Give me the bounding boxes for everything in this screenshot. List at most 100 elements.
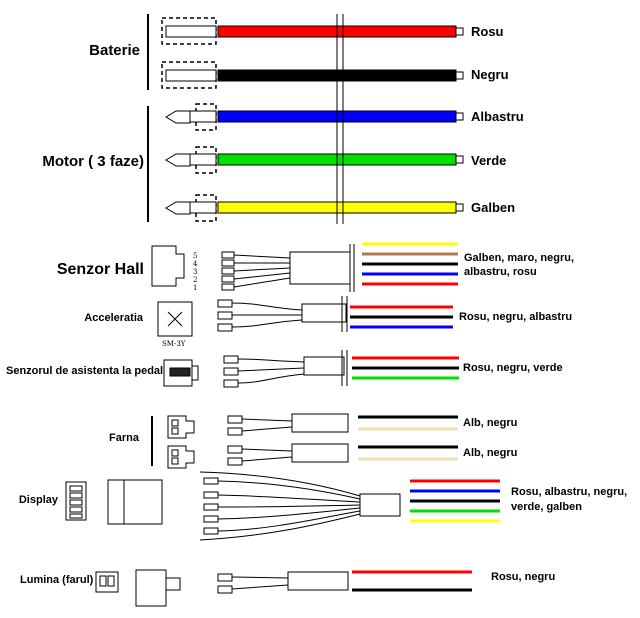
farna-connector-1-socket — [171, 427, 179, 435]
acceleratia-part-number: SM-3Y — [162, 340, 186, 348]
pas-connector-slot — [169, 367, 191, 377]
heavy-wire-negru-plug — [165, 69, 217, 82]
pas-connector-group: Rosu, negru, verde — [163, 350, 563, 388]
hall-terminal — [221, 275, 235, 283]
heavy-wire-galben-label: Galben — [471, 200, 515, 215]
display-face-pin — [69, 492, 83, 499]
acceleratia-connector-latch — [167, 311, 183, 327]
group-label-baterie: Baterie — [89, 42, 140, 59]
heavy-wire-albastru-label: Albastru — [471, 109, 524, 124]
farna-1-sheath — [291, 413, 349, 433]
farna-2-sheath — [291, 443, 349, 463]
pas-terminal — [223, 355, 239, 364]
heavy-wire-rosu-plug — [165, 25, 217, 38]
pas-sheath — [303, 356, 345, 376]
hall-terminal — [221, 259, 235, 267]
display-wire-label-1: Rosu, albastru, negru, — [511, 486, 627, 498]
farna-2-terminals — [227, 445, 243, 466]
farna-1-terminal — [227, 427, 243, 436]
hall-terminal — [221, 251, 235, 259]
farna-2-thin-wires — [241, 448, 293, 462]
acceleratia-terminal — [217, 311, 233, 320]
heavy-wire-verde-tip — [455, 155, 464, 164]
hall-wire-label-2: albastru, rosu — [464, 266, 537, 278]
group-label-acceleratia: Acceleratia — [84, 312, 144, 324]
display-thin-wires — [199, 471, 361, 541]
acceleratia-terminal — [217, 323, 233, 332]
display-face-pin — [69, 513, 83, 519]
heavy-wire-verde-pin — [165, 153, 191, 167]
farna-1-terminal — [227, 415, 243, 424]
lumina-thin-wires — [231, 576, 289, 590]
heavy-wire-rosu-label: Rosu — [471, 24, 504, 39]
lumina-connector-side — [135, 569, 167, 607]
farna-connector-2-group: Alb, negru — [167, 443, 517, 469]
farna-connector-2-socket — [171, 449, 179, 457]
heavy-wire-albastru: Albastru — [165, 103, 524, 131]
display-connector-group: Rosu, albastru, negru, verde, galben — [65, 471, 627, 541]
farna-connector-1-housing — [167, 415, 195, 439]
display-wire-label-2: verde, galben — [511, 501, 582, 513]
display-terminal — [203, 477, 219, 485]
farna-connector-2-socket — [171, 457, 179, 465]
heavy-wire-verde-plug — [189, 153, 217, 166]
acceleratia-connector-group: SM-3Y Rosu, negru, albastru — [157, 296, 572, 348]
hall-connector-housing — [151, 245, 185, 287]
pas-thin-wires — [237, 358, 305, 384]
lumina-wire-label: Rosu, negru — [491, 571, 555, 583]
heavy-wire-galben-plug — [189, 201, 217, 214]
acceleratia-terminals — [217, 299, 233, 332]
hall-pin-number: 3 — [193, 268, 197, 276]
lumina-terminal — [217, 585, 233, 594]
heavy-wire-rosu: Rosu — [161, 17, 504, 45]
farna-1-wire-label: Alb, negru — [463, 417, 517, 429]
display-face-pin — [69, 506, 83, 513]
acceleratia-sheath — [301, 303, 347, 323]
display-face-pin — [69, 499, 83, 506]
group-label-motor: Motor ( 3 faze) — [42, 153, 144, 170]
acceleratia-thin-wires — [231, 302, 303, 328]
heavy-wire-verde: Verde — [165, 146, 506, 174]
farna-connector-2-housing — [167, 445, 195, 469]
hall-terminal — [221, 283, 235, 291]
acceleratia-wire-label: Rosu, negru, albastru — [459, 311, 572, 323]
pas-connector-tab — [191, 365, 199, 381]
farna-connector-1-group: Alb, negru — [167, 413, 517, 439]
display-terminal — [203, 515, 219, 523]
lumina-terminals — [217, 573, 233, 594]
group-label-lumina: Lumina (farul) — [20, 574, 94, 586]
lumina-terminal — [217, 573, 233, 582]
hall-terminals — [221, 251, 235, 291]
group-label-display: Display — [19, 494, 59, 506]
farna-1-terminals — [227, 415, 243, 436]
pas-wire-label: Rosu, negru, verde — [463, 362, 563, 374]
heavy-wire-verde-label: Verde — [471, 153, 506, 168]
display-connector-side — [107, 479, 163, 525]
heavy-wire-negru-label: Negru — [471, 67, 509, 82]
display-connector-face-pins — [69, 485, 83, 519]
acceleratia-terminal — [217, 299, 233, 308]
heavy-wire-albastru-plug — [189, 110, 217, 123]
display-face-pin — [69, 485, 83, 492]
hall-pin-number: 1 — [193, 284, 197, 292]
hall-thin-wires — [233, 254, 291, 288]
pas-terminal — [223, 367, 239, 376]
farna-2-terminal — [227, 457, 243, 466]
display-sheath — [359, 493, 401, 517]
heavy-wire-rosu-tip — [455, 27, 464, 36]
group-label-pas: Senzorul de asistenta la pedalat — [6, 365, 173, 377]
farna-connector-1-socket — [171, 419, 179, 427]
hall-pin-number: 4 — [193, 260, 198, 268]
heavy-wire-galben-tip — [455, 203, 464, 212]
farna-2-wire-label: Alb, negru — [463, 447, 517, 459]
hall-sheath — [289, 251, 351, 285]
group-label-farna: Farna — [109, 432, 140, 444]
farna-2-terminal — [227, 445, 243, 454]
display-terminals — [203, 477, 219, 535]
display-terminal — [203, 527, 219, 535]
hall-terminal — [221, 267, 235, 275]
lumina-connector-socket — [107, 575, 115, 587]
heavy-wire-galben: Galben — [165, 194, 515, 222]
hall-pin-number: 2 — [193, 276, 197, 284]
